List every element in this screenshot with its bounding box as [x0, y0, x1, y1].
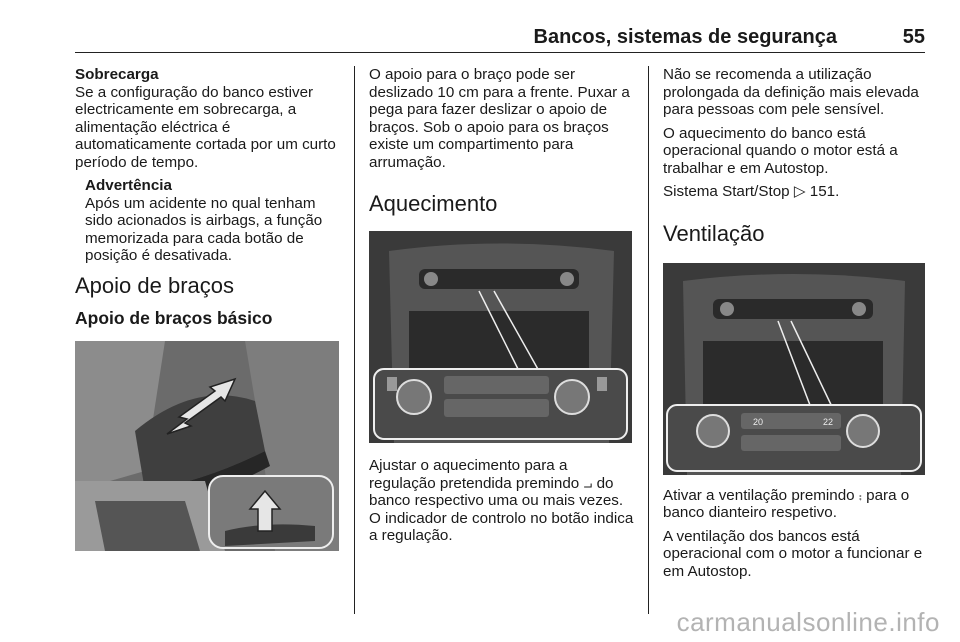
ventilation-controls-drawing: 20 22: [663, 262, 925, 475]
ventilation-controls-illustration: 20 22: [663, 262, 925, 475]
vent-display-left: 20: [753, 417, 763, 427]
section-heading-aquecimento: Aquecimento: [369, 191, 498, 216]
seat-heating-icon: ⨼: [583, 473, 593, 492]
heating-controls-illustration: [369, 231, 632, 443]
heating-operational-text: O aquecimento do banco está operacional …: [663, 124, 898, 177]
section-heading-ventilacao: Ventilação: [663, 220, 765, 246]
seat-ventilation-icon: ⨾: [858, 485, 862, 504]
header-title: Bancos, sistemas de segurança: [533, 26, 837, 48]
sobrecarga-title: Sobrecarga: [75, 66, 159, 83]
slide-arrow-icon: [166, 377, 237, 435]
subheading-apoio-basico: Apoio de braços básico: [75, 307, 273, 328]
armrest-illustration: [75, 340, 339, 551]
page-header: Bancos, sistemas de segurança 55: [75, 26, 925, 53]
heating-controls-drawing: [369, 231, 632, 443]
armrest-drawing: [75, 340, 339, 551]
column-3: Não se recomenda a utilização prolongada…: [663, 66, 925, 580]
column-divider: [648, 66, 649, 614]
column-1: Sobrecarga Se a configuração do banco es…: [75, 66, 340, 551]
heating-instruction: Ajustar o aquecimento para a regulação p…: [369, 457, 634, 544]
skin-warning-text: Não se recomenda a utilização prolongada…: [663, 66, 919, 118]
start-stop-reference: Sistema Start/Stop ▷ 151.: [663, 182, 840, 200]
section-heading-apoio: Apoio de braços: [75, 272, 234, 298]
column-2: O apoio para o braço pode ser deslizado …: [369, 66, 635, 545]
page-number: 55: [902, 26, 925, 48]
page-reference-icon: ▷: [793, 182, 806, 200]
watermark: carmanualsonline.info: [676, 607, 940, 637]
armrest-slide-text: O apoio para o braço pode ser deslizado …: [369, 66, 630, 171]
warning-box: Advertência Após um acidente no qual ten…: [85, 177, 340, 265]
column-divider: [354, 66, 355, 614]
warning-title: Advertência: [85, 177, 172, 194]
vent-display-right: 22: [823, 417, 833, 427]
ventilation-operational-text: A ventilação dos bancos está operacional…: [663, 527, 923, 580]
ventilation-instruction: Ativar a ventilação premindo ⨾ para o ba…: [663, 485, 910, 521]
sobrecarga-text: Se a configuração do banco estiver elect…: [75, 83, 336, 171]
warning-text: Após um acidente no qual tenham sido aci…: [85, 194, 323, 265]
pull-up-arrow-icon: [248, 489, 282, 532]
